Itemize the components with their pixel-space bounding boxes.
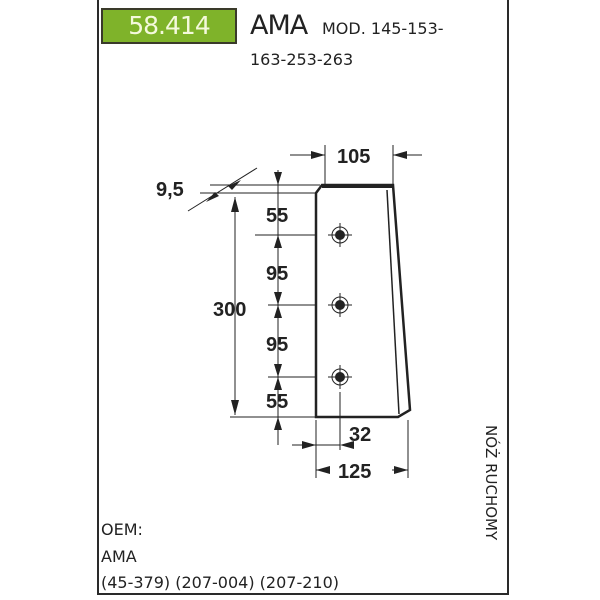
oem-label: OEM: — [101, 520, 143, 539]
oem-maker: AMA — [101, 547, 137, 566]
dim-hole-top: 55 — [266, 205, 288, 227]
blade-bevel-line — [386, 189, 400, 415]
mounting-holes — [328, 223, 352, 389]
hole-1 — [328, 223, 352, 247]
dim-bottom-width: 125 — [338, 461, 371, 483]
blade-outline — [314, 183, 412, 419]
brand-name: AMA — [250, 10, 308, 41]
dim-hole-gap1: 95 — [266, 263, 288, 285]
oem-numbers: (45-379) (207-004) (207-210) — [101, 573, 339, 592]
hole-3 — [328, 365, 352, 389]
hole-2 — [328, 293, 352, 317]
dim-thickness: 9,5 — [156, 179, 184, 201]
part-code-badge: 58.414 — [101, 8, 237, 44]
dim-height: 300 — [213, 299, 246, 321]
dimension-arrows — [206, 151, 408, 474]
dim-hole-bottom: 55 — [266, 391, 288, 413]
models-line-1: MOD. 145-153- — [322, 19, 444, 38]
dim-hole-gap2: 95 — [266, 334, 288, 356]
page-frame — [97, 0, 509, 595]
part-type-label: NÓŻ RUCHOMY — [482, 425, 500, 541]
dim-top-width: 105 — [337, 146, 370, 168]
models-line-2: 163-253-263 — [250, 50, 354, 69]
dim-hole-offset: 32 — [349, 424, 371, 446]
